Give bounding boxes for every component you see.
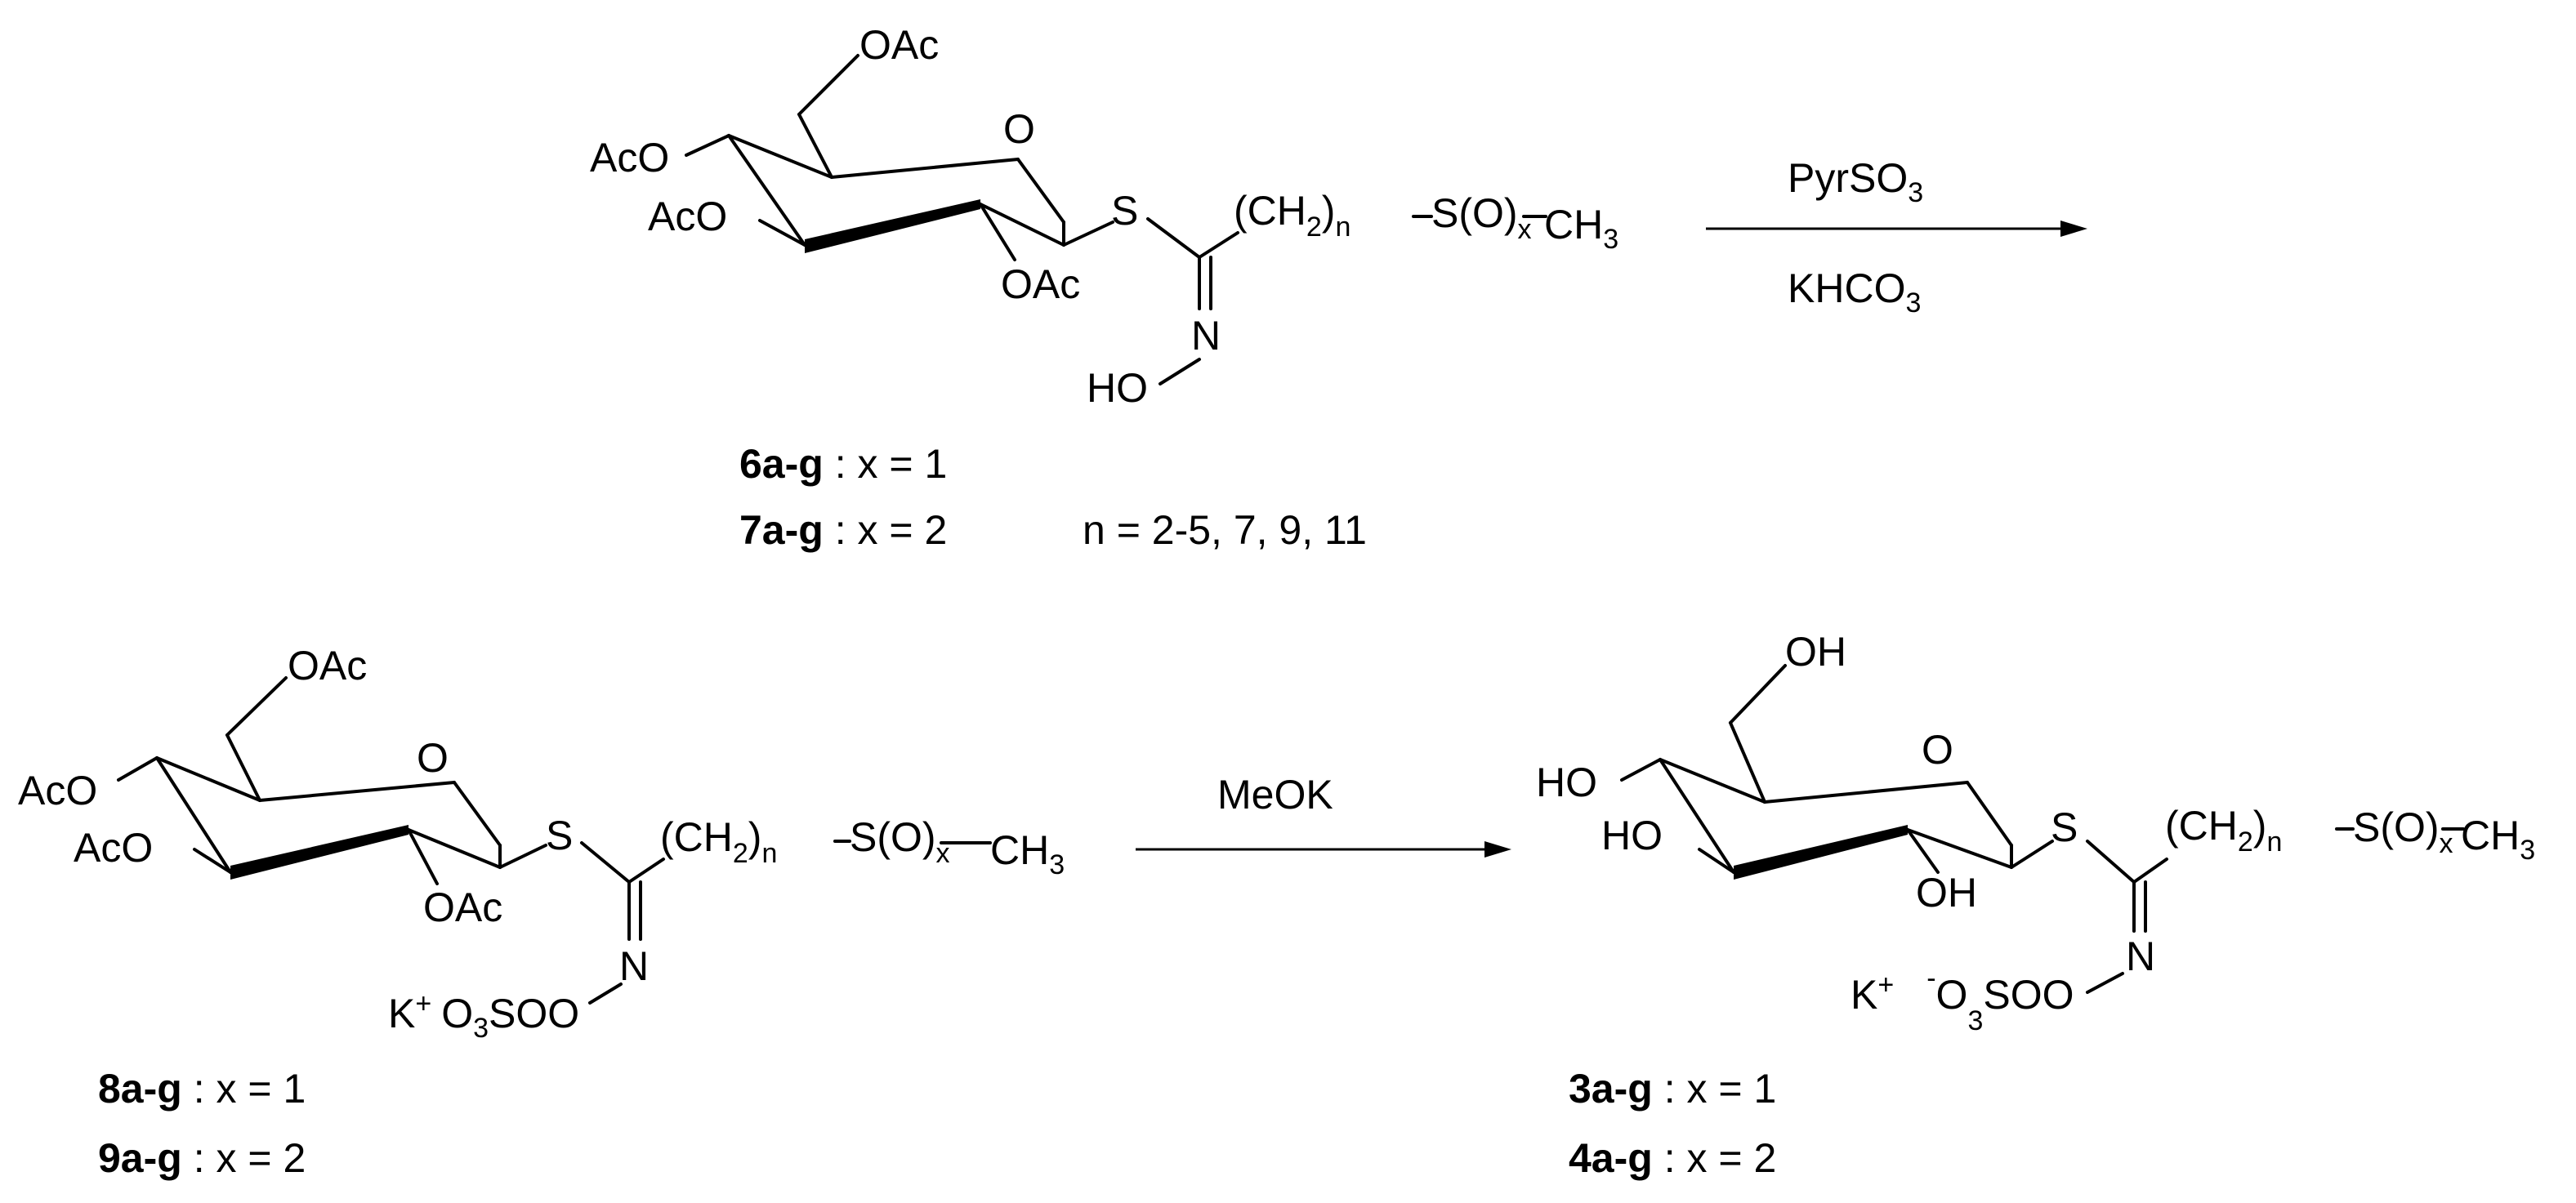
nitrogen-label: N — [1191, 313, 1221, 359]
oac-label: OAc — [288, 643, 367, 688]
compound-4-caption: 4a-g : x = 2 — [1569, 1135, 1776, 1181]
compound-8-caption: 8a-g : x = 1 — [98, 1066, 306, 1112]
sulfoxide-label: S(O)x — [850, 814, 950, 869]
aco-label: AcO — [590, 135, 669, 180]
aco-label: AcO — [74, 825, 153, 871]
molecule-6-7: O OAc AcO AcO OAc S N HO (CH2)n S(O)x — [590, 22, 1618, 411]
ring-oxygen-label: O — [1922, 727, 1953, 773]
reagent-pyrso3: PyrSO3 — [1788, 155, 1923, 208]
hydroxyl-label: HO — [1087, 365, 1148, 411]
sulfoxide-label: S(O)x — [1431, 190, 1532, 245]
wedge-bond — [805, 199, 980, 253]
reagent-khco3: KHCO3 — [1788, 265, 1921, 319]
methyl-label: CH3 — [990, 827, 1065, 880]
wedge-bond — [1734, 825, 1908, 880]
chain-label: (CH2)n — [660, 814, 777, 869]
compound-3-caption: 3a-g : x = 1 — [1569, 1066, 1776, 1112]
aco-label: AcO — [648, 194, 727, 239]
sulfur-label: S — [546, 813, 573, 858]
reaction-arrow-1: PyrSO3 KHCO3 — [1706, 155, 2087, 319]
arrow-head — [1484, 841, 1511, 858]
oac-label: OAc — [423, 884, 502, 930]
sulfate-label: K+-O3SOO — [1851, 963, 2074, 1036]
hydroxyl-label: OH — [1785, 629, 1846, 675]
hydroxyl-label: HO — [1536, 760, 1597, 805]
ring-oxygen-label: O — [417, 735, 449, 781]
reagent-meok: MeOK — [1217, 772, 1333, 818]
compound-7-caption: 7a-g : x = 2 — [739, 507, 947, 553]
reaction-arrow-2: MeOK — [1136, 772, 1511, 858]
oac-label: OAc — [1001, 261, 1080, 307]
nitrogen-label: N — [619, 943, 649, 989]
molecule-8-9: O OAc AcO AcO OAc S N K+O3SOO (CH2)n S(O… — [18, 643, 1065, 1044]
arrow-head — [2060, 221, 2087, 237]
n-values-caption: n = 2-5, 7, 9, 11 — [1083, 507, 1367, 553]
sulfate-label: K+O3SOO — [388, 988, 579, 1044]
chain-label: (CH2)n — [1234, 188, 1351, 243]
compound-6-caption: 6a-g : x = 1 — [739, 441, 947, 487]
methyl-label: CH3 — [2461, 813, 2535, 866]
hydroxyl-label: OH — [1916, 870, 1977, 916]
sulfur-label: S — [2051, 804, 2078, 850]
aco-label: AcO — [18, 768, 97, 813]
compound-9-caption: 9a-g : x = 2 — [98, 1135, 306, 1181]
methyl-label: CH3 — [1544, 202, 1618, 255]
wedge-bond — [230, 825, 408, 880]
molecule-3-4: O OH HO HO OH S N K+-O3SOO (CH2)n S(O)x … — [1536, 629, 2535, 1036]
sulfur-label: S — [1111, 188, 1138, 234]
nitrogen-label: N — [2126, 933, 2155, 979]
hydroxyl-label: HO — [1601, 813, 1663, 858]
sulfoxide-label: S(O)x — [2353, 804, 2453, 859]
oac-label: OAc — [859, 22, 939, 68]
chain-label: (CH2)n — [2165, 803, 2282, 858]
ring-oxygen-label: O — [1003, 106, 1035, 152]
